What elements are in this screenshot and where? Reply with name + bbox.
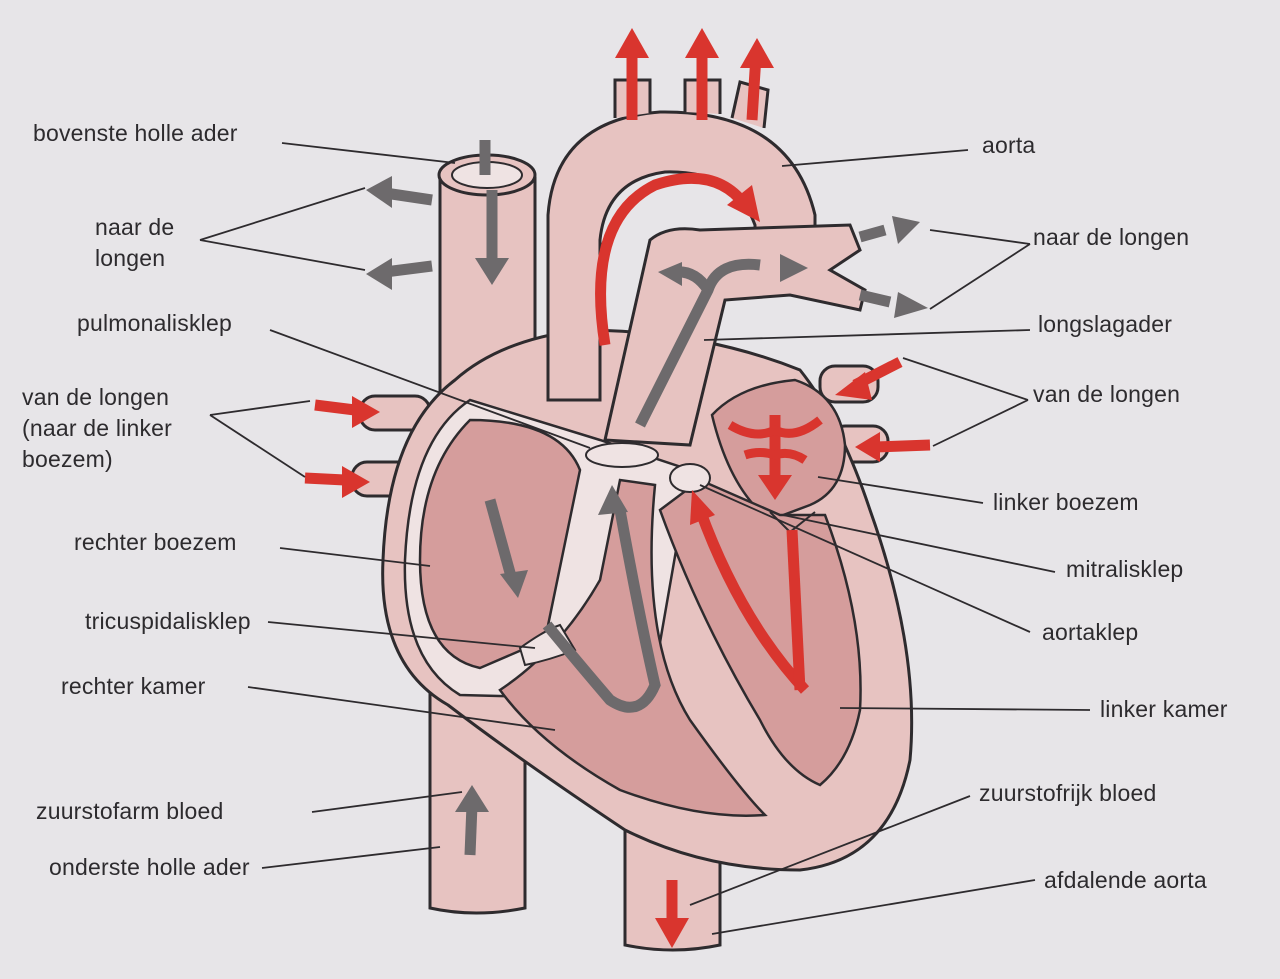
leader-mitralisklep bbox=[782, 514, 1056, 573]
label-zuurstofarm-bloed: zuurstofarm bloed bbox=[36, 798, 224, 824]
label-linker-boezem: linker boezem bbox=[993, 489, 1139, 515]
leader-zuurstofarm-bloed bbox=[311, 791, 463, 813]
leader-van-de-longen-right-2 bbox=[932, 399, 1029, 447]
label-linker-kamer: linker kamer bbox=[1100, 696, 1228, 722]
label-van-de-longen-right: van de longen bbox=[1033, 381, 1181, 407]
leader-longslagader bbox=[703, 329, 1031, 341]
leader-linker-boezem bbox=[817, 476, 984, 504]
label-van-de-longen-left: van de longen (naar de linker boezem) bbox=[22, 384, 173, 472]
label-onderste-holle-ader: onderste holle ader bbox=[49, 854, 250, 880]
label-longslagader: longslagader bbox=[1038, 311, 1173, 337]
aortic-valve bbox=[669, 463, 711, 493]
leader-aorta bbox=[781, 149, 969, 167]
leader-naar-de-longen-right-2 bbox=[929, 243, 1031, 310]
oxygen-poor-arrows bbox=[384, 140, 892, 856]
leader-van-de-longen-right-1 bbox=[902, 357, 1029, 401]
label-naar-de-longen-left: naar de longen bbox=[95, 214, 175, 271]
label-rechter-boezem: rechter boezem bbox=[74, 529, 237, 555]
label-aorta: aorta bbox=[982, 132, 1036, 158]
oxygen-rich-arrowheads bbox=[342, 28, 880, 948]
pulmonary-valve bbox=[585, 442, 659, 468]
leader-linker-kamer bbox=[839, 707, 1091, 711]
pulmonary-artery bbox=[603, 223, 867, 447]
label-naar-de-longen-right: naar de longen bbox=[1033, 224, 1190, 250]
leader-naar-de-longen-left-2 bbox=[199, 239, 366, 271]
leader-zuurstofrijk-bloed bbox=[689, 795, 971, 906]
label-tricuspidalisklep: tricuspidalisklep bbox=[85, 608, 251, 634]
leader-rechter-kamer bbox=[247, 686, 556, 731]
leader-naar-de-longen-right-1 bbox=[929, 229, 1031, 245]
label-mitralisklep: mitralisklep bbox=[1066, 556, 1184, 582]
leader-onderste-holle-ader bbox=[261, 846, 441, 869]
label-rechter-kamer: rechter kamer bbox=[61, 673, 206, 699]
leader-rechter-boezem bbox=[279, 547, 431, 567]
leader-afdalende-aorta bbox=[711, 879, 1036, 935]
label-zuurstofrijk-bloed: zuurstofrijk bloed bbox=[979, 780, 1157, 806]
leader-lines bbox=[199, 142, 1091, 935]
leader-pulmonalisklep bbox=[269, 329, 591, 449]
leader-aortaklep bbox=[699, 484, 1031, 633]
label-pulmonalisklep: pulmonalisklep bbox=[77, 310, 232, 336]
leader-van-de-longen-left-1 bbox=[209, 400, 311, 416]
leader-bovenste-holle-ader bbox=[281, 142, 456, 164]
left-atrium-branch-arrows bbox=[727, 416, 823, 464]
oxygen-poor-arrowheads bbox=[366, 176, 928, 812]
leader-tricuspidalisklep bbox=[267, 621, 536, 649]
leader-van-de-longen-left-2 bbox=[209, 414, 306, 478]
oxygen-rich-arrows bbox=[304, 45, 931, 930]
label-afdalende-aorta: afdalende aorta bbox=[1044, 867, 1207, 893]
leader-naar-de-longen-left-1 bbox=[199, 187, 366, 241]
label-bovenste-holle-ader: bovenste holle ader bbox=[33, 120, 238, 146]
right-ventricle bbox=[498, 478, 768, 817]
label-aortaklep: aortaklep bbox=[1042, 619, 1139, 645]
